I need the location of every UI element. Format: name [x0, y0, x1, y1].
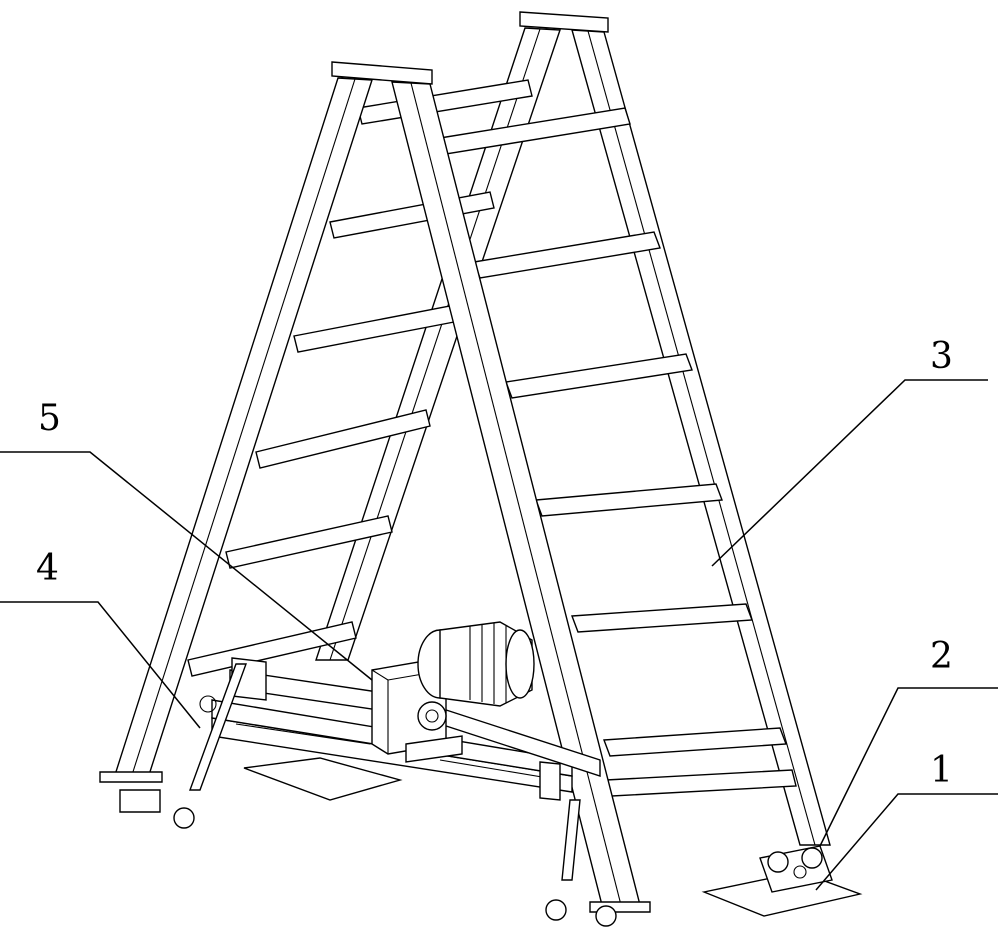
leader-line-2 — [819, 687, 998, 847]
leader-line-4 — [0, 601, 201, 729]
leader-line-1 — [815, 793, 998, 891]
leader-line-3 — [711, 379, 988, 567]
callout-labels: 5 4 3 2 1 — [36, 336, 953, 791]
callout-5: 5 — [38, 398, 61, 439]
callout-4: 4 — [36, 548, 59, 589]
rear-ladder — [315, 11, 831, 846]
foot-base-assembly — [701, 845, 863, 917]
callout-2: 2 — [930, 636, 953, 677]
front-ladder — [99, 61, 651, 913]
callout-1: 1 — [930, 750, 953, 791]
drive-carriage — [119, 621, 617, 927]
callout-3: 3 — [930, 336, 953, 377]
leader-line-5 — [0, 451, 373, 681]
leader-lines — [0, 379, 998, 891]
